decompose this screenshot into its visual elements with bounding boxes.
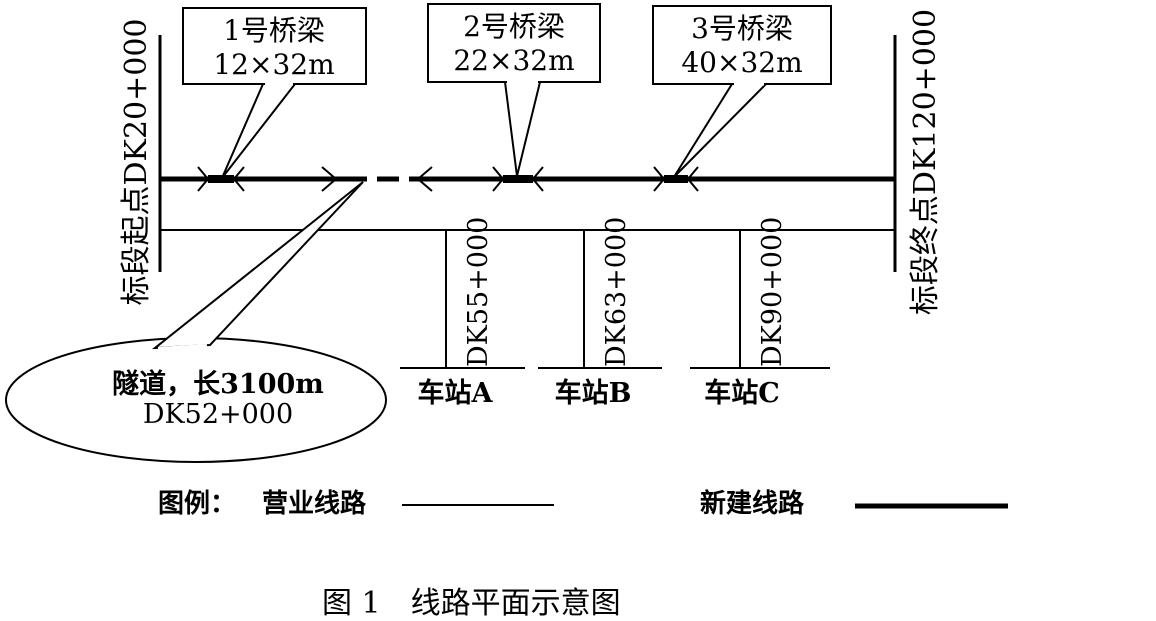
- end-boundary-label: 标段终点DK120+000: [908, 9, 943, 315]
- start-boundary-label: 标段起点DK20+000: [119, 18, 154, 305]
- bridge-1-wing-right: [232, 166, 245, 192]
- bridge-2-spec: 22×32m: [453, 44, 574, 77]
- bridge-2-callout-box: [427, 3, 601, 83]
- tunnel-callout-seam: [157, 344, 208, 351]
- station-c: DK90+000 车站C: [690, 217, 830, 409]
- legend-prefix: 图例：: [158, 489, 236, 519]
- bridge-1-spec: 12×32m: [213, 48, 334, 81]
- bridge-1: 1号桥梁 12×32m: [182, 7, 367, 192]
- bridge-1-wing-left: [197, 166, 210, 192]
- bridge-3: 3号桥梁 40×32m: [652, 5, 832, 192]
- bridge-2-wing-left: [492, 166, 505, 192]
- bridge-1-marker: [208, 175, 234, 183]
- bridge-3-name: 3号桥梁: [691, 12, 793, 45]
- figure-caption: 图 1 线路平面示意图: [322, 586, 621, 621]
- bridge-2-marker: [503, 175, 533, 183]
- station-b-mileage: DK63+000: [601, 217, 632, 367]
- bridge-2-callout-pointer: [503, 81, 542, 177]
- station-c-mileage: DK90+000: [757, 217, 788, 367]
- tunnel-callout-line1: 隧道，长3100m: [112, 368, 324, 400]
- legend-new-label: 新建线路: [700, 488, 805, 519]
- legend: 图例： 营业线路 新建线路: [158, 488, 1008, 519]
- bridge-1-name: 1号桥梁: [223, 14, 325, 47]
- bridge-3-spec: 40×32m: [681, 46, 802, 79]
- station-b: DK63+000 车站B: [538, 217, 662, 409]
- station-b-name: 车站B: [555, 377, 632, 409]
- station-a-mileage: DK55+000: [463, 217, 494, 367]
- tunnel-callout-line2: DK52+000: [143, 399, 293, 430]
- bridge-2-wing-right: [531, 166, 544, 192]
- legend-existing-label: 营业线路: [262, 488, 367, 519]
- bridge-3-marker: [664, 175, 688, 183]
- bridge-1-callout-box: [182, 7, 367, 85]
- bridge-2: 2号桥梁 22×32m: [427, 3, 601, 192]
- station-a: DK55+000 车站A: [400, 217, 525, 409]
- station-a-name: 车站A: [418, 377, 494, 409]
- bridge-2-name: 2号桥梁: [463, 10, 565, 43]
- bridge-3-wing-left: [653, 166, 666, 192]
- tunnel-portal-west-mark: [321, 166, 338, 192]
- bridge-3-wing-right: [686, 166, 699, 192]
- tunnel-callout-pointer: [151, 181, 364, 350]
- tunnel-portal-east-mark: [416, 166, 433, 192]
- bridge-1-callout-pointer: [221, 83, 298, 179]
- bridge-3-callout-box: [652, 5, 832, 85]
- station-c-name: 车站C: [704, 377, 780, 409]
- tunnel-callout: 隧道，长3100m DK52+000: [5, 181, 387, 463]
- bridge-3-callout-pointer: [673, 83, 769, 178]
